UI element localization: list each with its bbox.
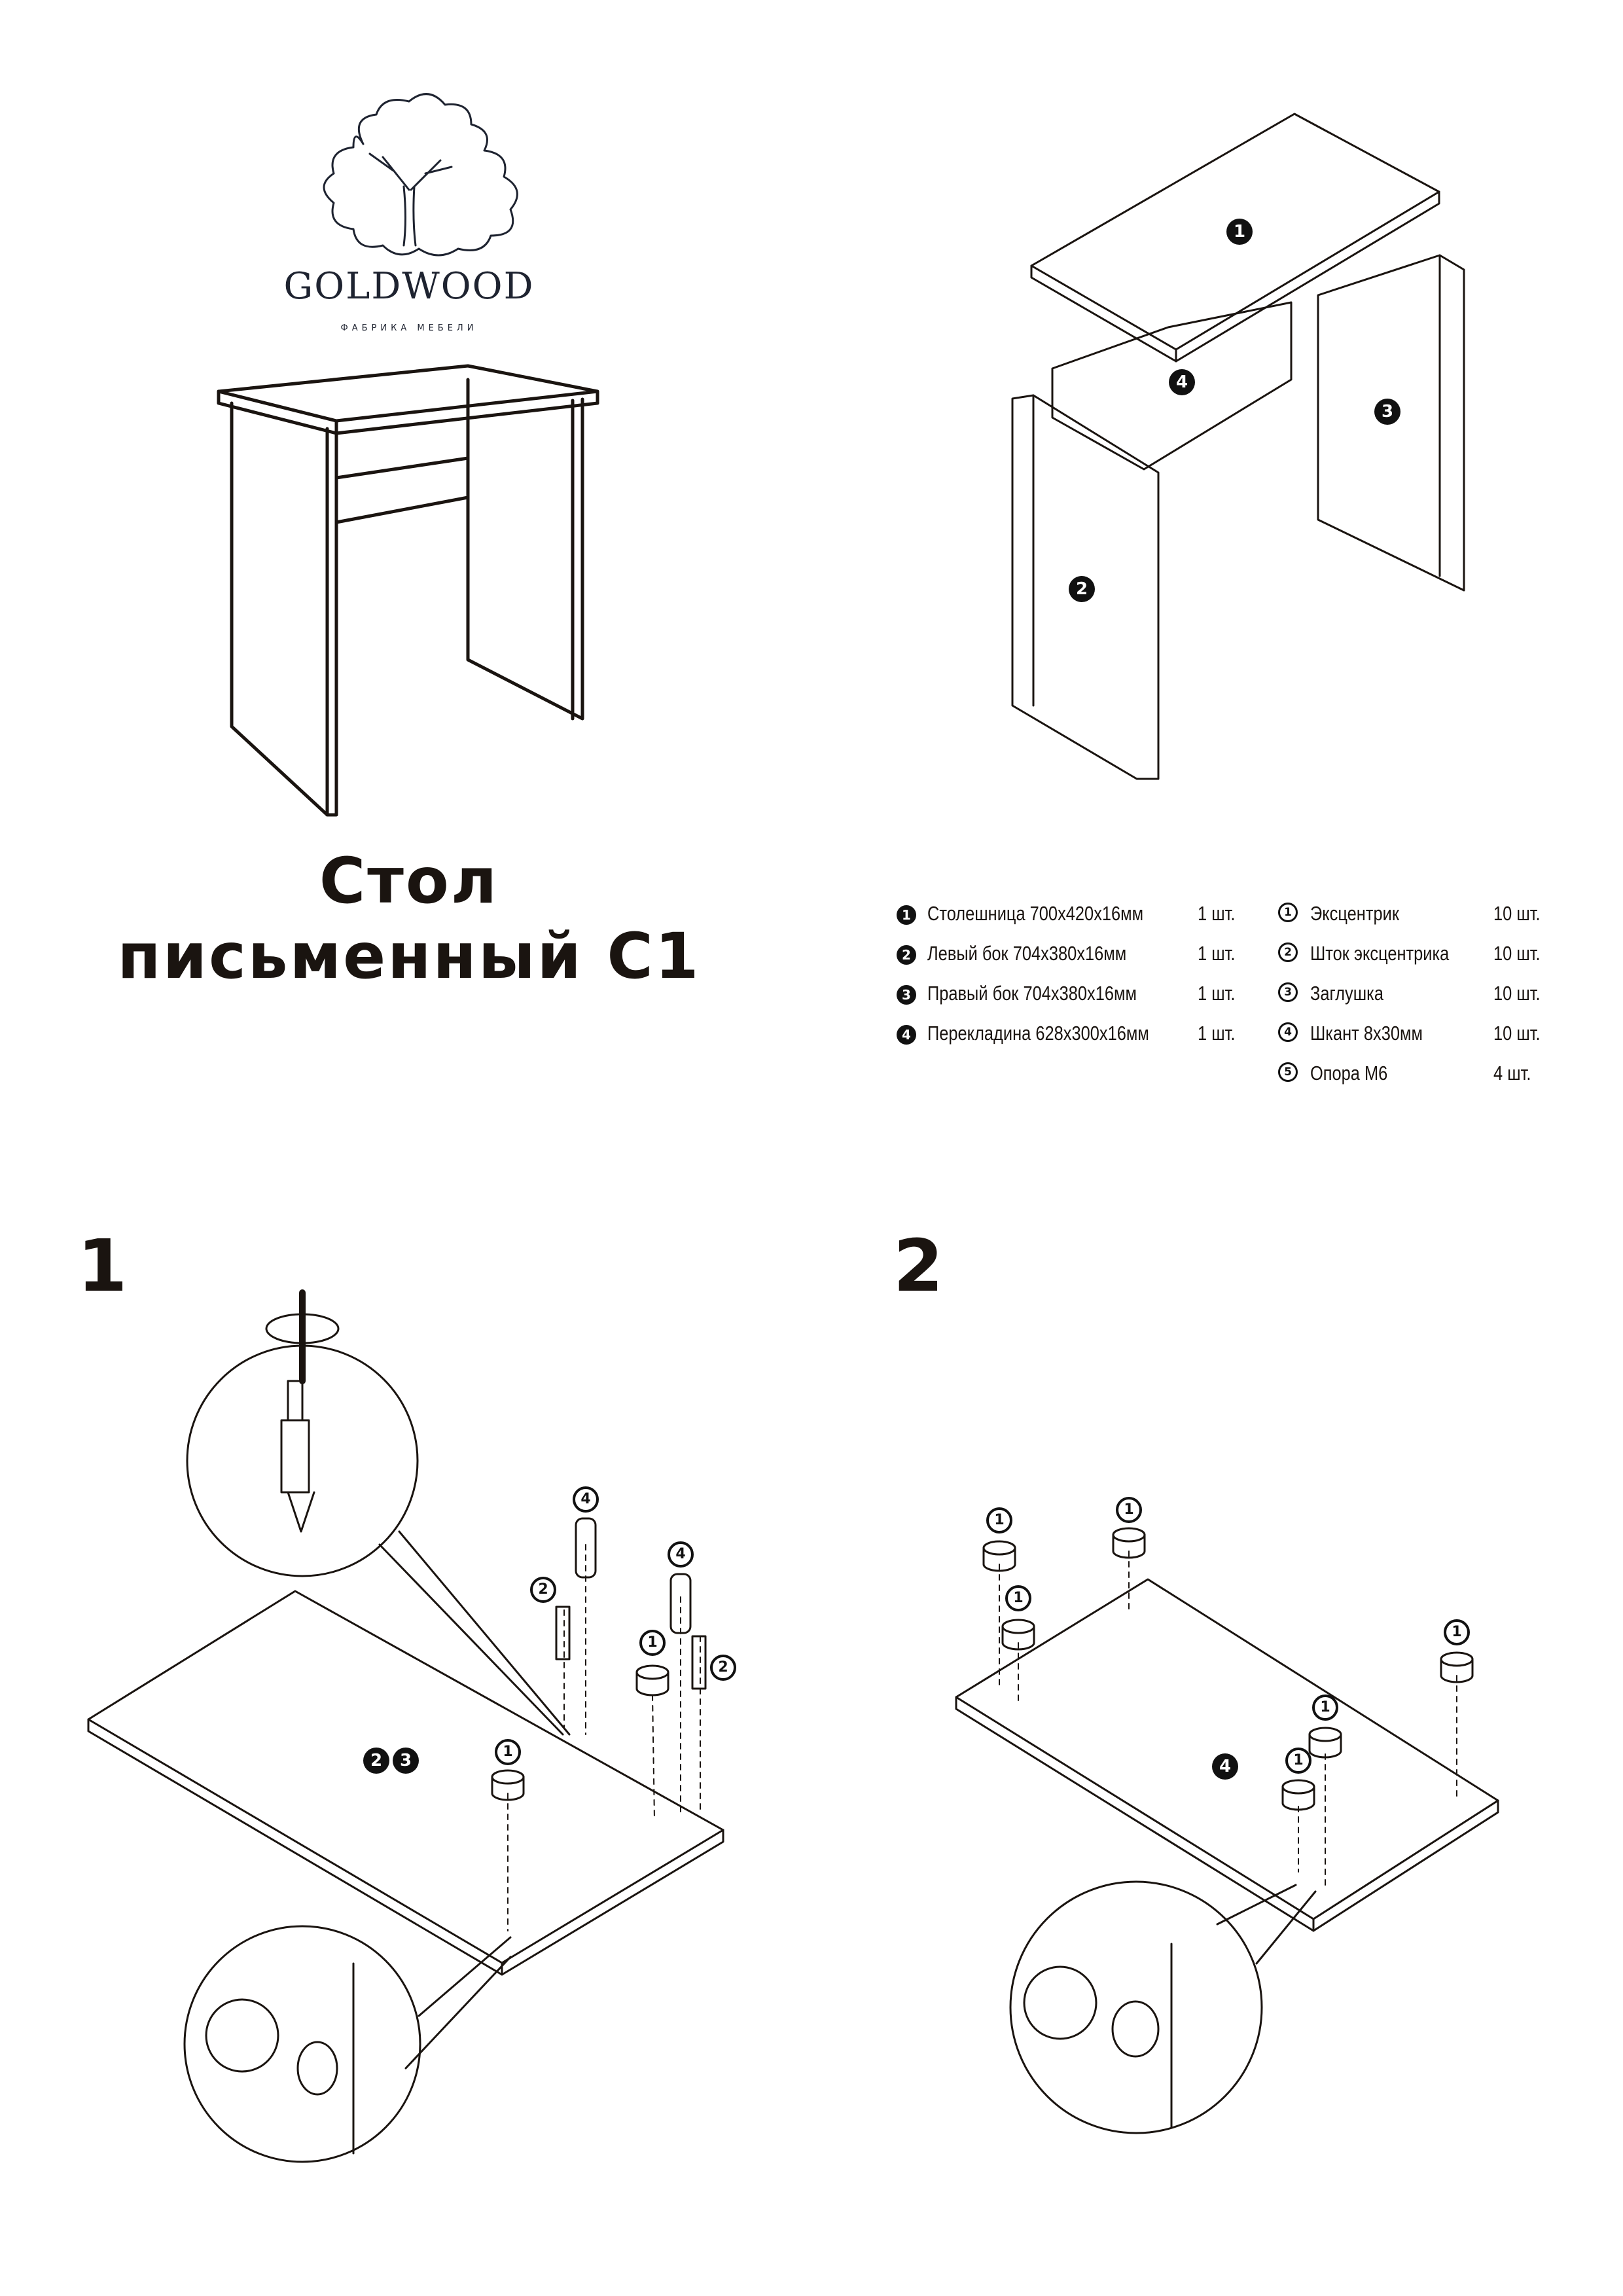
- hardware-number-badge: 1: [1278, 903, 1298, 922]
- hardware-name: Заглушка: [1310, 982, 1383, 1005]
- step2-panel-label: 4: [1212, 1753, 1238, 1780]
- product-title-line2: письменный С1: [117, 920, 701, 993]
- hardware-name: Опора М6: [1310, 1062, 1388, 1085]
- step2-hardware-label: 1: [1005, 1585, 1031, 1611]
- hardware-number-badge: 3: [1278, 982, 1298, 1002]
- panel-name: Перекладина 628x300x16мм: [927, 1022, 1149, 1045]
- hardware-qty: 10 шт.: [1493, 942, 1541, 965]
- hardware-qty: 10 шт.: [1493, 1022, 1541, 1045]
- panel-number-badge: 1: [897, 905, 916, 925]
- hardware-qty: 10 шт.: [1493, 902, 1541, 925]
- step1-hardware-label: 4: [668, 1541, 694, 1568]
- panel-qty: 1 шт.: [1198, 1022, 1236, 1045]
- step2-hardware-label: 1: [986, 1507, 1012, 1534]
- step1-hardware-label: 1: [639, 1630, 666, 1656]
- panel-qty: 1 шт.: [1198, 942, 1236, 965]
- hardware-number-badge: 5: [1278, 1062, 1298, 1082]
- exploded-label-4: 4: [1169, 369, 1195, 395]
- exploded-label-2: 2: [1069, 576, 1095, 602]
- brand-name: GOLDWOOD: [283, 265, 535, 308]
- hardware-number-badge: 4: [1278, 1022, 1298, 1042]
- step2-hardware-label: 1: [1285, 1748, 1311, 1774]
- panel-name: Правый бок 704x380x16мм: [927, 982, 1137, 1005]
- panel-qty: 1 шт.: [1198, 982, 1236, 1005]
- step-1-number: 1: [77, 1224, 128, 1308]
- panel-number-badge: 3: [897, 985, 916, 1005]
- exploded-label-1: 1: [1226, 219, 1253, 245]
- product-title-line1: Стол: [319, 844, 499, 918]
- exploded-label-3: 3: [1374, 399, 1400, 425]
- panel-number-badge: 2: [897, 945, 916, 965]
- hardware-qty: 4 шт.: [1493, 1062, 1531, 1085]
- panel-name: Левый бок 704x380x16мм: [927, 942, 1127, 965]
- hardware-name: Шкант 8x30мм: [1310, 1022, 1423, 1045]
- hardware-name: Шток эксцентрика: [1310, 942, 1450, 965]
- step-2-number: 2: [893, 1224, 944, 1308]
- panel-qty: 1 шт.: [1198, 902, 1236, 925]
- step2-hardware-label: 1: [1116, 1497, 1142, 1523]
- step1-diagram: [87, 1289, 724, 2163]
- exploded-view: [1011, 113, 1465, 780]
- step2-hardware-label: 1: [1312, 1695, 1338, 1721]
- hardware-qty: 10 шт.: [1493, 982, 1541, 1005]
- hardware-name: Эксцентрик: [1310, 902, 1399, 925]
- tree-logo-icon: [323, 93, 518, 257]
- step1-panel-label: 3: [393, 1748, 419, 1774]
- step2-hardware-label: 1: [1444, 1619, 1470, 1645]
- desk-illustration: [217, 364, 599, 817]
- brand-subtitle: ФАБРИКА МЕБЕЛИ: [340, 323, 478, 333]
- hardware-number-badge: 2: [1278, 942, 1298, 962]
- step1-hardware-label: 2: [710, 1655, 736, 1681]
- panel-number-badge: 4: [897, 1025, 916, 1045]
- step1-panel-label: 2: [363, 1748, 389, 1774]
- step1-hardware-label: 2: [530, 1577, 556, 1603]
- step1-hardware-label: 1: [495, 1739, 521, 1765]
- step1-hardware-label: 4: [573, 1486, 599, 1513]
- step2-diagram: [955, 1527, 1499, 2134]
- panel-name: Столешница 700x420x16мм: [927, 902, 1144, 925]
